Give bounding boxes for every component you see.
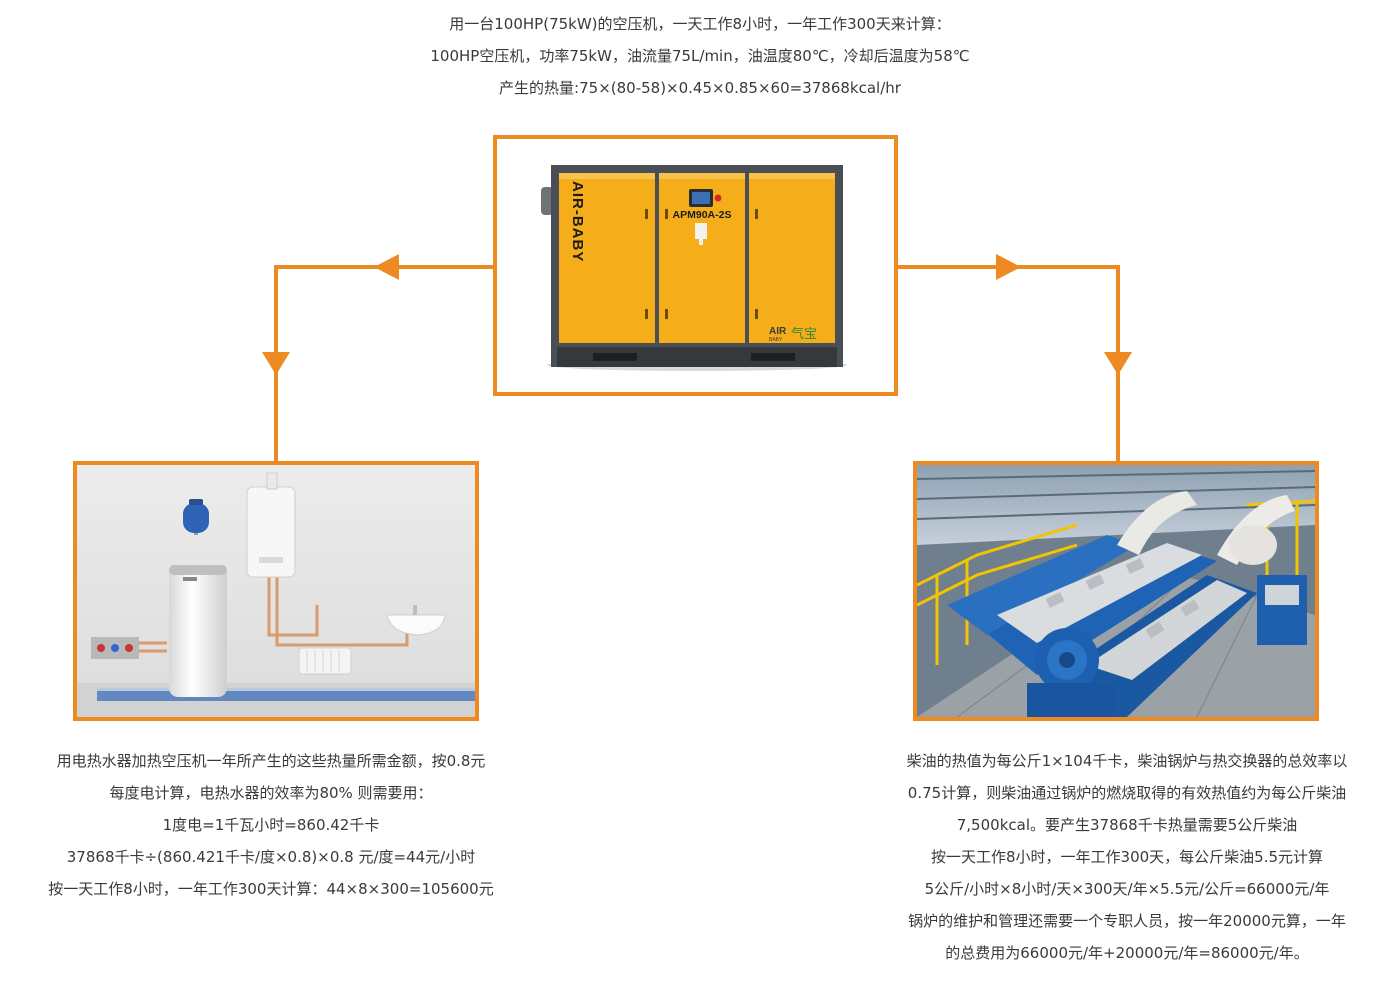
water-heater-image-frame [73, 461, 479, 721]
compressor-logo-cn: 气宝 [791, 326, 817, 342]
right-connector-line [898, 265, 1120, 461]
boiler-text-line: 按一天工作8小时，一年工作300天，每公斤柴油5.5元计算 [930, 848, 1324, 866]
heater-text-line: 37868千卡÷(860.421千卡/度×0.8)×0.8 元/度=44元/小时 [66, 848, 476, 866]
diesel-boiler-image-frame [913, 461, 1319, 721]
heater-text-line: 用电热水器加热空压机一年所产生的这些热量所需金额，按0.8元 [56, 752, 486, 770]
air-compressor-image: AIR-BABY APM90A-2S AIR BABY 气宝 [497, 139, 894, 392]
boiler-text-line: 锅炉的维护和管理还需要一个专职人员，按一年20000元算，一年 [908, 912, 1346, 930]
compressor-model: APM90A-2S [673, 209, 732, 221]
compressor-logo-latin-top: AIR [769, 326, 787, 337]
left-arrow-horizontal [374, 254, 399, 280]
boiler-text-line: 柴油的热值为每公斤1×104千卡，柴油锅炉与热交换器的总效率以 [906, 752, 1348, 770]
heater-text-line: 1度电=1千瓦小时=860.42千卡 [162, 816, 380, 834]
boiler-text-line: 0.75计算，则柴油通过锅炉的燃烧取得的有效热值约为每公斤柴油 [907, 784, 1347, 802]
compressor-image-frame: AIR-BABY APM90A-2S AIR BABY 气宝 [493, 135, 898, 396]
compressor-side-brand: AIR-BABY [569, 181, 586, 262]
boiler-cost-text: 柴油的热值为每公斤1×104千卡，柴油锅炉与热交换器的总效率以 0.75计算，则… [872, 745, 1382, 969]
boiler-text-line: 的总费用为66000元/年+20000元/年=86000元/年。 [945, 944, 1309, 962]
electric-water-heater-image [77, 465, 475, 717]
intro-line-1: 用一台100HP(75kW)的空压机，一天工作8小时，一年工作300天来计算： [449, 15, 951, 33]
right-arrow-down [1104, 352, 1132, 375]
intro-line-3: 产生的热量:75×(80-58)×0.45×0.85×60=37868kcal/… [499, 79, 901, 97]
intro-text: 用一台100HP(75kW)的空压机，一天工作8小时，一年工作300天来计算： … [0, 8, 1400, 104]
diesel-engine-room-image [917, 465, 1315, 717]
compressor-logo-latin-bottom: BABY [769, 337, 783, 343]
intro-line-2: 100HP空压机，功率75kW，油流量75L/min，油温度80℃，冷却后温度为… [430, 47, 970, 65]
heater-cost-text: 用电热水器加热空压机一年所产生的这些热量所需金额，按0.8元 每度电计算，电热水… [16, 745, 526, 905]
left-arrow-down [262, 352, 290, 375]
heater-text-line: 按一天工作8小时，一年工作300天计算：44×8×300=105600元 [48, 880, 494, 898]
boiler-text-line: 7,500kcal。要产生37868千卡热量需要5公斤柴油 [956, 816, 1298, 834]
boiler-text-line: 5公斤/小时×8小时/天×300天/年×5.5元/公斤=66000元/年 [924, 880, 1330, 898]
right-arrow-horizontal [996, 254, 1021, 280]
heater-text-line: 每度电计算，电热水器的效率为80% 则需要用： [109, 784, 433, 802]
left-connector-line [274, 265, 493, 461]
